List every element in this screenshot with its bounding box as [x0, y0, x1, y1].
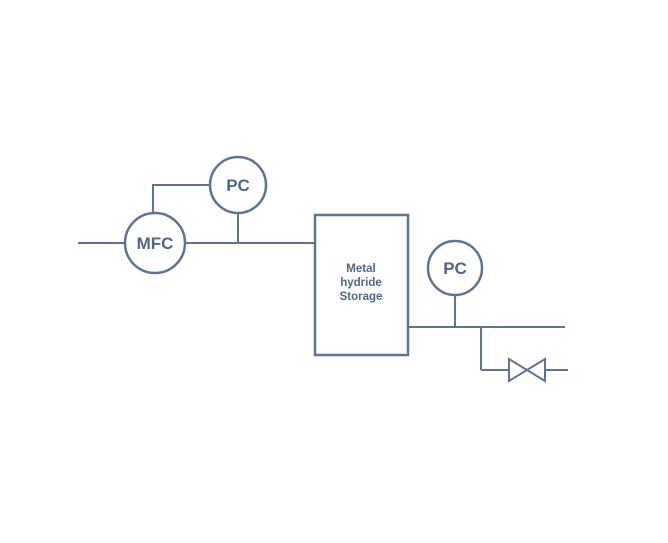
mfc-label: MFC	[137, 234, 174, 253]
storage-label-line2: hydride	[340, 277, 382, 289]
storage-vessel	[313, 213, 410, 357]
valve-icon	[508, 357, 546, 383]
pc1-symbol	[208, 155, 268, 215]
pc2-label: PC	[443, 259, 467, 278]
storage-label-line1: Metal	[346, 263, 375, 275]
pc2-symbol	[426, 239, 484, 297]
pc1-label: PC	[226, 176, 250, 195]
pc1-signal-line	[152, 184, 210, 214]
storage-label-line3: Storage	[340, 291, 383, 303]
mfc-symbol	[123, 211, 187, 275]
